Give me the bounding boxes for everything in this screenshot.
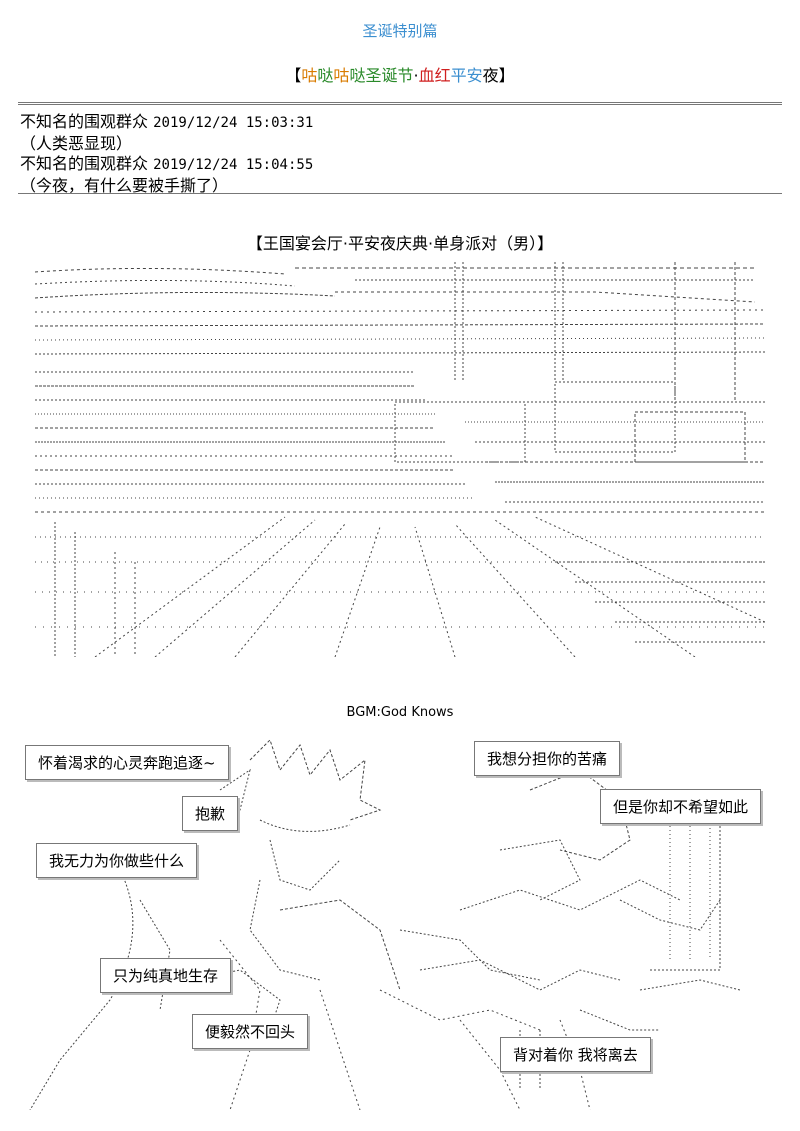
event-title-part: 血红 xyxy=(418,66,451,85)
banquet-hall-illustration xyxy=(35,262,765,657)
characters-illustration xyxy=(29,739,741,1110)
speech-bubble: 便毅然不回头 xyxy=(192,1014,309,1049)
speech-bubble: 背对着你 我将离去 xyxy=(500,1037,651,1072)
speech-bubble: 抱歉 xyxy=(182,796,239,831)
event-title-part: 哒 xyxy=(317,66,334,85)
divider-bottom xyxy=(18,193,782,194)
scene-title: 【王国宴会厅·平安夜庆典·单身派对（男）】 xyxy=(246,234,554,253)
post-body: （今夜，有什么要被手撕了） xyxy=(20,176,229,195)
post-timestamp: 2019/12/24 15:03:31 xyxy=(153,115,314,131)
event-title: 【咕哒咕哒圣诞节·血红平安夜】 xyxy=(0,62,800,86)
event-title-part: 咕 xyxy=(301,66,318,85)
event-title-part: 平安 xyxy=(450,66,483,85)
divider-top-double xyxy=(18,104,782,105)
speech-bubble: 只为纯真地生存 xyxy=(100,958,232,993)
event-title-part: 圣诞节 xyxy=(365,66,414,85)
speech-bubble: 我无力为你做些什么 xyxy=(36,843,198,878)
post-header: 不知名的围观群众 2019/12/24 15:04:55 xyxy=(20,150,313,174)
bgm-label: BGM:God Knows xyxy=(346,705,454,720)
event-title-parts: 咕哒咕哒圣诞节·血红平安夜 xyxy=(301,66,498,85)
page-title: 圣诞特别篇 xyxy=(362,22,438,40)
event-title-bracket-open: 【 xyxy=(285,66,302,85)
speech-bubble: 怀着渴求的心灵奔跑追逐~ xyxy=(25,745,229,780)
poster-name: 不知名的围观群众 xyxy=(20,112,149,131)
post-timestamp: 2019/12/24 15:04:55 xyxy=(153,157,314,173)
speech-bubble: 我想分担你的苦痛 xyxy=(474,741,621,776)
post-header: 不知名的围观群众 2019/12/24 15:03:31 xyxy=(20,108,313,132)
post-body: （人类恶显现） xyxy=(20,134,133,153)
event-title-part: 哒 xyxy=(349,66,366,85)
speech-bubble: 但是你却不希望如此 xyxy=(600,789,762,824)
poster-name: 不知名的围观群众 xyxy=(20,154,149,173)
divider-top xyxy=(18,102,782,103)
event-title-part: 咕 xyxy=(333,66,350,85)
event-title-bracket-close: 】 xyxy=(498,66,515,85)
event-title-part: 夜 xyxy=(482,66,499,85)
event-title-part: · xyxy=(413,66,419,85)
